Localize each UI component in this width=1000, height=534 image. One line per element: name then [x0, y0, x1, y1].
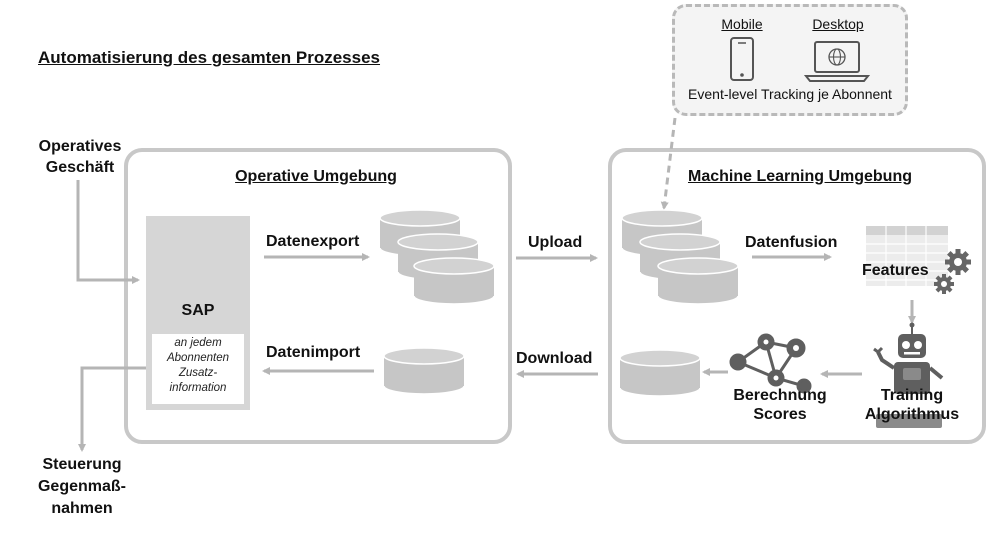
arrow-tracking-to-ml	[660, 117, 677, 210]
mobile-phone-icon	[730, 37, 754, 81]
arrow-sap-to-steuerung	[78, 366, 146, 452]
page-title: Automatisierung des gesamten Prozesses	[38, 48, 381, 67]
spreadsheet-icon	[866, 226, 948, 286]
robot-icon	[873, 322, 944, 428]
features-label: Features	[862, 262, 929, 279]
tracking-caption: Event-level Tracking je Abonnent	[688, 86, 892, 102]
ml-environment-title: Machine Learning Umgebung	[687, 168, 912, 185]
datenimport-label: Datenimport	[266, 344, 361, 361]
sap-note: an jedem Abonnenten Zusatz- information	[152, 334, 244, 404]
network-icon	[729, 333, 812, 394]
mobile-label: Mobile	[721, 16, 763, 32]
database-icon	[619, 349, 701, 397]
steuerung-label: Steuerung Gegenmaß- nahmen	[37, 456, 126, 517]
training-label: Training Algorithmus	[864, 387, 960, 423]
operatives-geschaeft-label: Operatives Geschäft	[38, 138, 122, 176]
database-icon	[657, 257, 739, 305]
datenexport-label: Datenexport	[266, 233, 360, 250]
laptop-globe-icon	[803, 41, 871, 82]
gear-icon	[934, 274, 954, 294]
desktop-label: Desktop	[812, 16, 864, 32]
datenfusion-label: Datenfusion	[745, 234, 838, 251]
download-label: Download	[516, 350, 593, 367]
tracking-box	[672, 4, 908, 116]
arrow-operatives-to-sap	[76, 180, 140, 284]
berechnung-label: Berechnung Scores	[733, 387, 827, 423]
sap-label: SAP	[181, 302, 215, 319]
operative-environment-title: Operative Umgebung	[235, 168, 397, 185]
database-icon	[383, 347, 465, 395]
database-icon	[413, 257, 495, 305]
upload-label: Upload	[528, 234, 583, 251]
gear-icon	[945, 249, 971, 275]
